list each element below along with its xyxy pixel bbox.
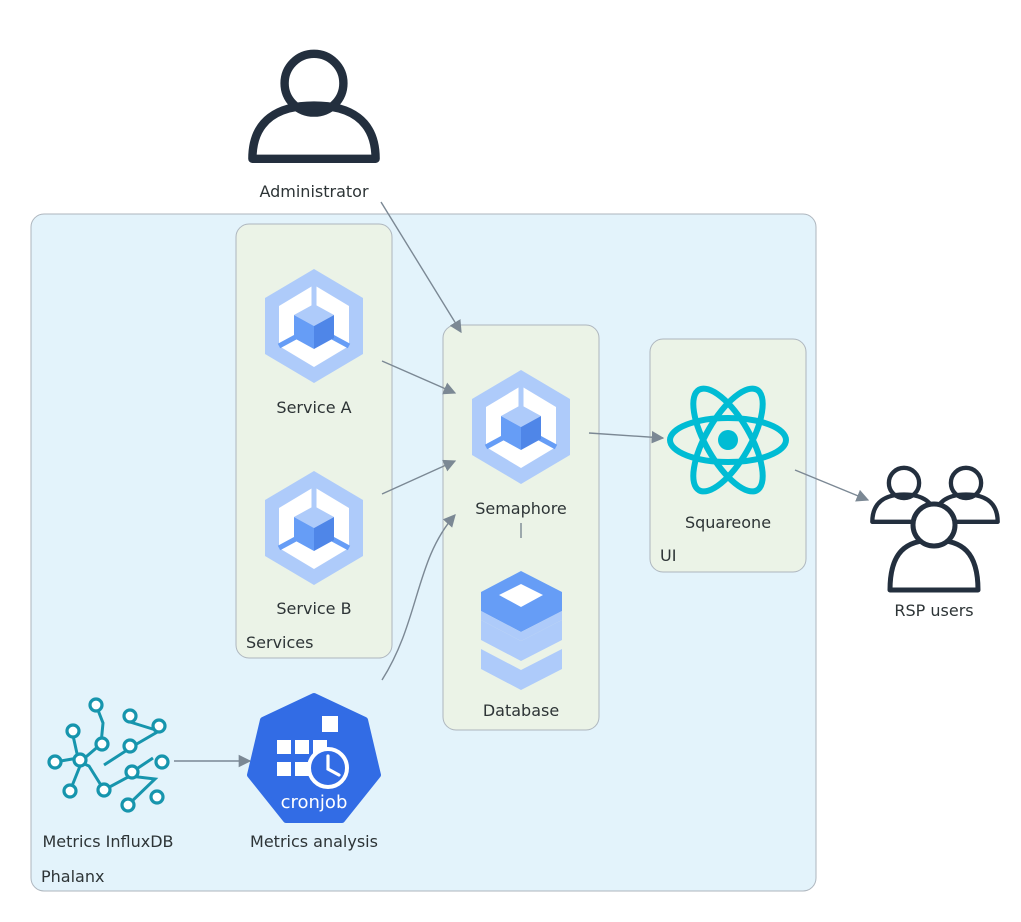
database-label: Database xyxy=(483,701,559,720)
service-a-label: Service A xyxy=(276,398,351,417)
rsp-users-node: RSP users xyxy=(872,468,997,620)
edge-service-b-semaphore xyxy=(381,459,457,495)
database-icon xyxy=(481,571,562,690)
metrics-influxdb-label: Metrics InfluxDB xyxy=(42,832,173,851)
squareone-node: Squareone xyxy=(667,385,789,532)
administrator-node: Administrator xyxy=(252,54,375,201)
service-a-node: Service A xyxy=(265,269,363,417)
edge-squareone-rsp-users xyxy=(794,469,870,502)
users-icon xyxy=(872,468,997,593)
ui-cluster-label: UI xyxy=(660,546,676,565)
semaphore-label: Semaphore xyxy=(475,499,567,518)
cronjob-icon: cronjob xyxy=(247,693,381,823)
rsp-users-label: RSP users xyxy=(894,601,973,620)
phalanx-cluster xyxy=(30,213,817,892)
edge-metrics-analysis-semaphore xyxy=(381,514,456,681)
squareone-label: Squareone xyxy=(685,513,771,532)
service-b-node: Service B xyxy=(265,471,363,618)
metrics-influxdb-node: Metrics InfluxDB xyxy=(42,697,174,851)
user-icon xyxy=(252,54,375,159)
metrics-analysis-label: Metrics analysis xyxy=(250,832,378,851)
metrics-analysis-node: cronjob Metrics analysis xyxy=(247,693,381,851)
semaphore-node: Semaphore xyxy=(472,370,570,518)
react-icon xyxy=(667,385,789,495)
database-node: Database xyxy=(481,571,562,720)
cronjob-badge-text: cronjob xyxy=(281,792,348,813)
administrator-label: Administrator xyxy=(259,182,368,201)
service-b-label: Service B xyxy=(276,599,351,618)
phalanx-cluster-label: Phalanx xyxy=(41,867,104,886)
edge-semaphore-squareone xyxy=(588,430,665,444)
edge-administrator-semaphore xyxy=(380,201,462,334)
edge-service-a-semaphore xyxy=(381,360,457,395)
services-cluster-label: Services xyxy=(246,633,313,652)
ui-cluster xyxy=(649,338,807,573)
